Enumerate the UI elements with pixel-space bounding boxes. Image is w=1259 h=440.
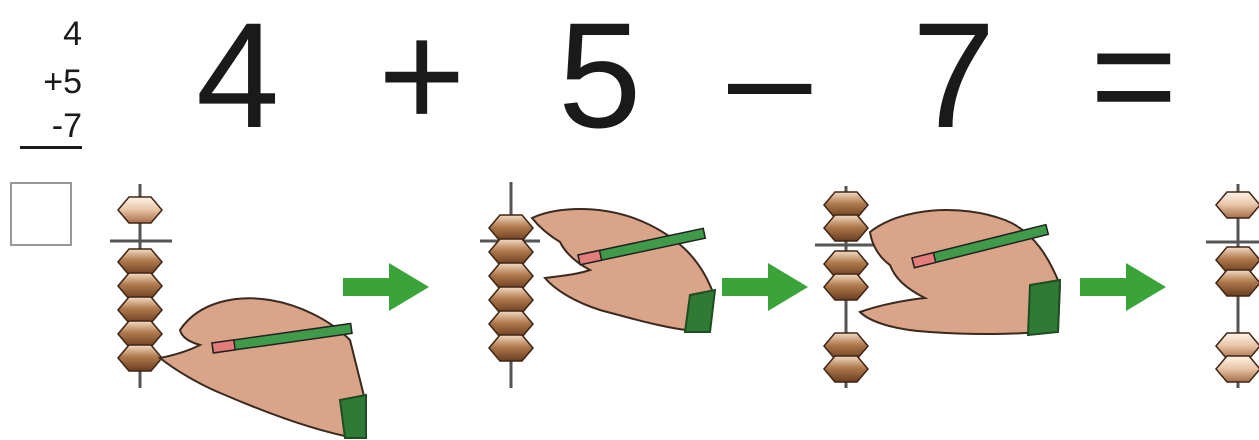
abacus-step-4 (1206, 184, 1259, 388)
answer-box[interactable] (10, 182, 72, 246)
abacus-step-2 (480, 182, 540, 388)
abacus-step-3 (815, 186, 877, 388)
vertical-subtract-number: -7 (20, 106, 82, 149)
equation-second-number: 5 (558, 0, 642, 159)
arrow-2 (722, 263, 808, 311)
equation-first-number: 4 (196, 0, 280, 159)
hand-step-2 (530, 208, 717, 334)
arrow-1 (343, 263, 429, 311)
equation-equals-sign: = (1090, 0, 1178, 159)
abacus-step-1 (110, 184, 172, 388)
equation-plus-sign: + (378, 0, 466, 159)
vertical-add-number: +5 (43, 63, 82, 101)
equation-third-number: 7 (912, 0, 996, 159)
arrow-3 (1080, 263, 1166, 311)
hand-step-3 (858, 208, 1062, 337)
hand-step-1 (157, 297, 367, 440)
vertical-top-number: 4 (63, 15, 82, 53)
equation-minus-sign: – (728, 0, 812, 159)
vertical-problem: 4 +5 -7 (12, 10, 82, 149)
